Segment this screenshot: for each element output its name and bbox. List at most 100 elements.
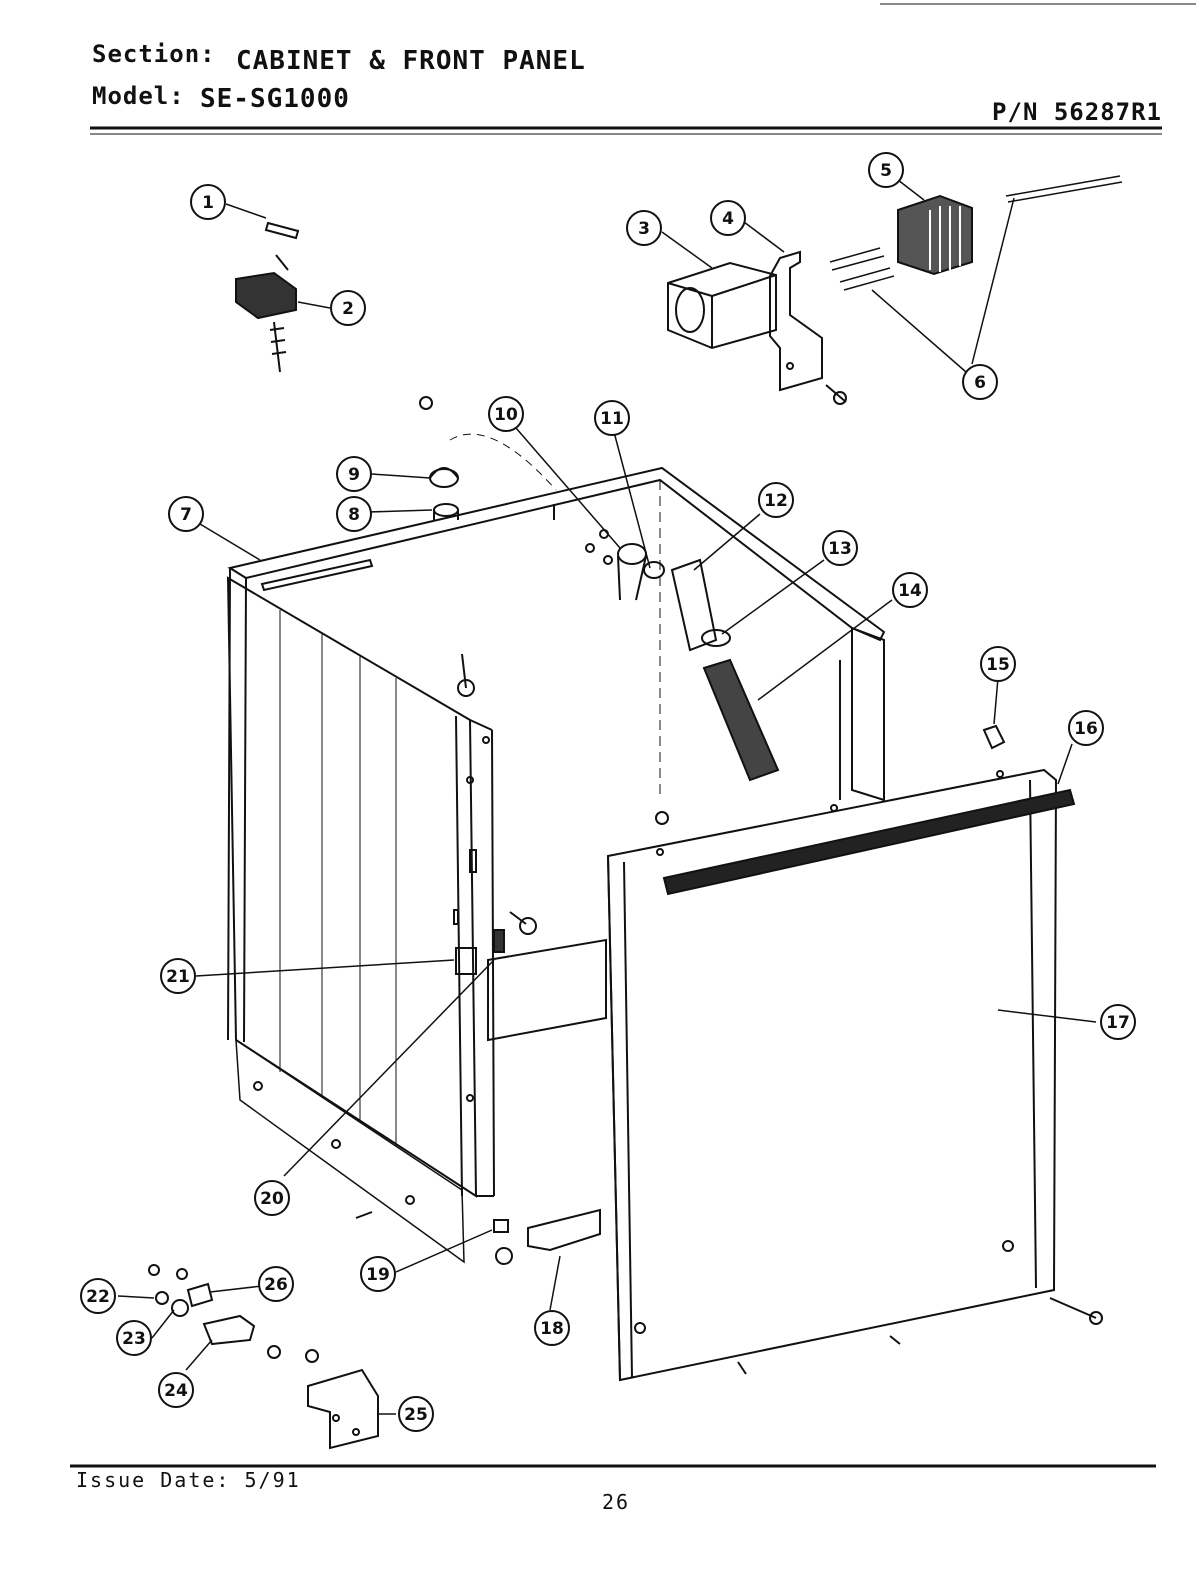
- page-number: 26: [602, 1490, 631, 1514]
- callout-24: 24: [158, 1372, 194, 1408]
- callout-20: 20: [254, 1180, 290, 1216]
- callout-3: 3: [626, 210, 662, 246]
- callout-10: 10: [488, 396, 524, 432]
- part-3-solenoid: [667, 261, 777, 350]
- section-label: Section:: [92, 40, 216, 68]
- callout-circle: [892, 572, 928, 608]
- callout-number: 14: [898, 581, 922, 601]
- callout-circle: [80, 1278, 116, 1314]
- callout-circle: [160, 958, 196, 994]
- part-6-wire-terminals: [829, 175, 1123, 291]
- callout-circle: [758, 482, 794, 518]
- callout-number: 18: [540, 1319, 564, 1339]
- part-17-front-panel: [606, 768, 1058, 1382]
- callout-circle: [360, 1256, 396, 1292]
- callout-2: 2: [330, 290, 366, 326]
- section-title: CABINET & FRONT PANEL: [236, 46, 586, 76]
- callout-circle: [1068, 710, 1104, 746]
- callout-12: 12: [758, 482, 794, 518]
- callout-number: 6: [974, 373, 986, 393]
- callout-number: 8: [348, 505, 360, 525]
- part-18-bracket: [527, 1208, 601, 1252]
- callout-1: 1: [190, 184, 226, 220]
- model-label: Model:: [92, 82, 185, 110]
- callout-number: 21: [166, 967, 190, 987]
- callout-number: 19: [366, 1265, 390, 1285]
- callout-number: 15: [986, 655, 1010, 675]
- callout-number: 7: [180, 505, 192, 525]
- callout-25: 25: [398, 1396, 434, 1432]
- part-1-bracket: [264, 221, 300, 240]
- callout-number: 16: [1074, 719, 1098, 739]
- callout-number: 11: [600, 409, 624, 429]
- callout-6: 6: [962, 364, 998, 400]
- callout-number: 3: [638, 219, 650, 239]
- callout-17: 17: [1100, 1004, 1136, 1040]
- callout-number: 20: [260, 1189, 284, 1209]
- callout-circle: [594, 400, 630, 436]
- callout-circle: [254, 1180, 290, 1216]
- callout-number: 12: [764, 491, 788, 511]
- callout-circle: [258, 1266, 294, 1302]
- leader-lines: [117, 179, 1097, 1415]
- callout-circle: [190, 184, 226, 220]
- callout-4: 4: [710, 200, 746, 236]
- callout-number: 25: [404, 1405, 428, 1425]
- callout-circle: [336, 456, 372, 492]
- issue-date: Issue Date: 5/91: [76, 1468, 301, 1492]
- callout-number: 9: [348, 465, 360, 485]
- callout-7: 7: [168, 496, 204, 532]
- part-16-trim-strip: [662, 788, 1076, 896]
- callout-number: 10: [494, 405, 518, 425]
- part-number: P/N 56287R1: [992, 98, 1162, 126]
- callout-number: 22: [86, 1287, 110, 1307]
- callout-11: 11: [594, 400, 630, 436]
- callout-circle: [868, 152, 904, 188]
- callout-circle: [962, 364, 998, 400]
- callout-circle: [116, 1320, 152, 1356]
- callout-16: 16: [1068, 710, 1104, 746]
- callout-number: 5: [880, 161, 892, 181]
- part-20-clip: [493, 929, 505, 953]
- callout-26: 26: [258, 1266, 294, 1302]
- callout-5: 5: [868, 152, 904, 188]
- part-19-clip: [493, 1219, 509, 1233]
- callout-9: 9: [336, 456, 372, 492]
- part-2-switch: [235, 254, 297, 373]
- part-5-terminal-block: [897, 194, 973, 276]
- model-number: SE-SG1000: [200, 84, 350, 114]
- callout-circle: [158, 1372, 194, 1408]
- callout-circle: [336, 496, 372, 532]
- callout-13: 13: [822, 530, 858, 566]
- callout-number: 26: [264, 1275, 288, 1295]
- callout-number: 1: [202, 193, 214, 213]
- callout-circle: [330, 290, 366, 326]
- callout-22: 22: [80, 1278, 116, 1314]
- callout-circle: [534, 1310, 570, 1346]
- callout-14: 14: [892, 572, 928, 608]
- callout-19: 19: [360, 1256, 396, 1292]
- callout-circle: [710, 200, 746, 236]
- part-15-clip: [982, 724, 1006, 750]
- part-4-bracket: [769, 250, 847, 405]
- callout-18: 18: [534, 1310, 570, 1346]
- callout-number: 4: [722, 209, 734, 229]
- callout-circle: [980, 646, 1016, 682]
- callout-circle: [398, 1396, 434, 1432]
- callout-circle: [1100, 1004, 1136, 1040]
- part-10-14-fill-assembly: [585, 529, 780, 782]
- callout-number: 23: [122, 1329, 146, 1349]
- callout-number: 2: [342, 299, 354, 319]
- part-22-26-latch-assembly: [148, 1264, 379, 1450]
- callout-23: 23: [116, 1320, 152, 1356]
- part-8-9-fitting: [419, 396, 557, 520]
- screws: [355, 653, 1103, 1375]
- callout-number: 17: [1106, 1013, 1130, 1033]
- callout-circle: [488, 396, 524, 432]
- callout-21: 21: [160, 958, 196, 994]
- callout-circle: [626, 210, 662, 246]
- callout-15: 15: [980, 646, 1016, 682]
